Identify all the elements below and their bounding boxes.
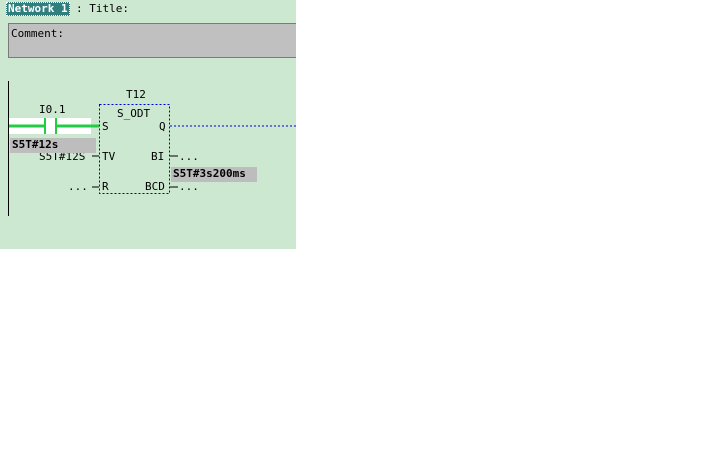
pin-r-label: R (102, 180, 109, 193)
contact-highlight (9, 118, 91, 134)
pin-bi-label: BI (151, 150, 165, 163)
comment-field[interactable]: Comment: (8, 23, 296, 58)
tv-status-value: S5T#12s (10, 138, 96, 153)
bcd-output[interactable]: ... (179, 180, 199, 193)
bi-status-value: S5T#3s200ms (171, 167, 257, 182)
pin-tv-label: TV (102, 150, 116, 163)
pin-bcd-label: BCD (145, 180, 165, 193)
ladder-graphics (9, 104, 296, 194)
bi-output[interactable]: ... (179, 150, 199, 163)
r-parameter[interactable]: ... (68, 180, 88, 193)
comment-label: Comment: (11, 27, 64, 40)
power-rail (8, 81, 9, 216)
pin-s-label: S (102, 120, 109, 133)
pin-q-label: Q (159, 120, 166, 133)
ladder-editor: Network 1 : Title: Comment: I0.1 T12 S_O… (0, 0, 296, 249)
timer-name[interactable]: T12 (126, 88, 146, 101)
network-title-label[interactable]: : Title: (76, 2, 129, 15)
tv-parameter[interactable]: S5T#12S (39, 150, 86, 163)
timer-box[interactable] (99, 104, 170, 194)
network-label[interactable]: Network 1 (6, 2, 70, 16)
timer-type: S_ODT (117, 107, 151, 120)
contact-address[interactable]: I0.1 (39, 103, 66, 116)
